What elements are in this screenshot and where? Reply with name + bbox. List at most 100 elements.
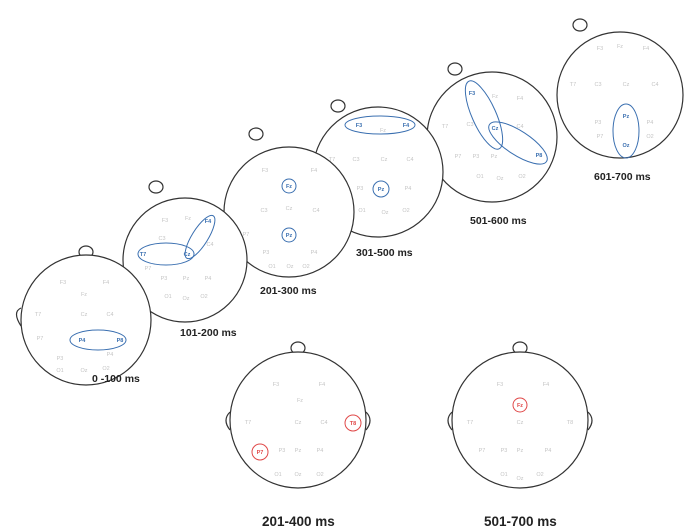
svg-text:F3: F3 [597,46,603,52]
svg-text:P7: P7 [597,134,604,140]
svg-text:C4: C4 [106,312,113,318]
svg-text:P4: P4 [107,352,114,358]
svg-text:O1: O1 [476,174,483,180]
svg-text:F4: F4 [543,382,549,388]
svg-text:P3: P3 [263,250,270,256]
svg-text:P3: P3 [473,154,480,160]
svg-text:F4: F4 [319,382,325,388]
svg-text:O1: O1 [274,472,281,478]
svg-text:Cz: Cz [623,82,630,88]
svg-text:C4: C4 [320,420,327,426]
svg-text:C4: C4 [651,82,658,88]
time-label: 0 -100 ms [92,373,140,385]
svg-text:T7: T7 [467,420,473,426]
svg-text:Pz: Pz [295,448,302,454]
svg-text:P7: P7 [243,232,250,238]
svg-text:T7: T7 [140,252,146,258]
svg-text:C4: C4 [312,208,319,214]
svg-text:F4: F4 [311,168,317,174]
svg-text:F4: F4 [103,280,109,286]
svg-text:Fz: Fz [185,216,191,222]
svg-text:Oz: Oz [496,176,503,182]
svg-text:Oz: Oz [622,143,629,149]
svg-text:P8: P8 [536,153,543,159]
svg-text:P4: P4 [545,448,552,454]
svg-text:Fz: Fz [492,94,498,100]
svg-text:O2: O2 [518,174,525,180]
svg-text:P3: P3 [595,120,602,126]
svg-text:Cz: Cz [81,312,88,318]
svg-text:O1: O1 [500,472,507,478]
svg-text:P3: P3 [357,186,364,192]
time-label: 201-300 ms [260,285,317,297]
svg-text:C3: C3 [466,122,473,128]
svg-text:Pz: Pz [517,448,524,454]
svg-text:O1: O1 [358,208,365,214]
svg-text:T7: T7 [570,82,576,88]
svg-text:T7: T7 [442,124,448,130]
svg-text:P7: P7 [455,154,462,160]
svg-text:Cz: Cz [286,206,293,212]
svg-text:P4: P4 [405,186,412,192]
svg-text:Oz: Oz [182,296,189,302]
svg-text:P7: P7 [37,336,44,342]
svg-text:Oz: Oz [516,476,523,482]
svg-text:F4: F4 [205,219,212,225]
svg-text:T8: T8 [567,420,573,426]
svg-text:P4: P4 [317,448,324,454]
svg-text:Fz: Fz [286,184,292,190]
svg-text:Pz: Pz [183,276,190,282]
svg-text:Cz: Cz [295,420,302,426]
svg-text:O2: O2 [102,366,109,372]
svg-text:Cz: Cz [381,157,388,163]
time-label: 501-700 ms [484,514,557,529]
time-label: 201-400 ms [262,514,335,529]
svg-text:O2: O2 [402,208,409,214]
svg-text:Fz: Fz [297,398,303,404]
svg-text:P4: P4 [205,276,212,282]
svg-text:Fz: Fz [617,44,623,50]
svg-text:F3: F3 [469,91,475,97]
svg-text:Cz: Cz [492,126,499,132]
svg-text:P4: P4 [311,250,318,256]
time-label: 101-200 ms [180,327,237,339]
svg-text:C3: C3 [594,82,601,88]
svg-text:O2: O2 [200,294,207,300]
svg-text:Pz: Pz [378,187,385,193]
svg-text:O2: O2 [316,472,323,478]
svg-text:O2: O2 [646,134,653,140]
svg-text:F4: F4 [643,46,649,52]
time-label: 501-600 ms [470,215,527,227]
svg-text:Oz: Oz [381,210,388,216]
svg-text:P3: P3 [161,276,168,282]
svg-text:C4: C4 [516,124,523,130]
svg-text:P7: P7 [145,266,152,272]
svg-text:C3: C3 [158,236,165,242]
svg-text:O1: O1 [164,294,171,300]
svg-text:Cz: Cz [184,252,191,258]
svg-text:F4: F4 [517,96,523,102]
svg-text:Pz: Pz [623,114,630,120]
svg-text:T7: T7 [245,420,251,426]
svg-text:Oz: Oz [80,368,87,374]
svg-text:O1: O1 [56,368,63,374]
svg-text:F3: F3 [356,123,362,129]
svg-text:T7: T7 [329,157,335,163]
svg-text:T7: T7 [35,312,41,318]
svg-text:P3: P3 [501,448,508,454]
svg-text:Pz: Pz [286,233,293,239]
svg-text:Fz: Fz [81,292,87,298]
